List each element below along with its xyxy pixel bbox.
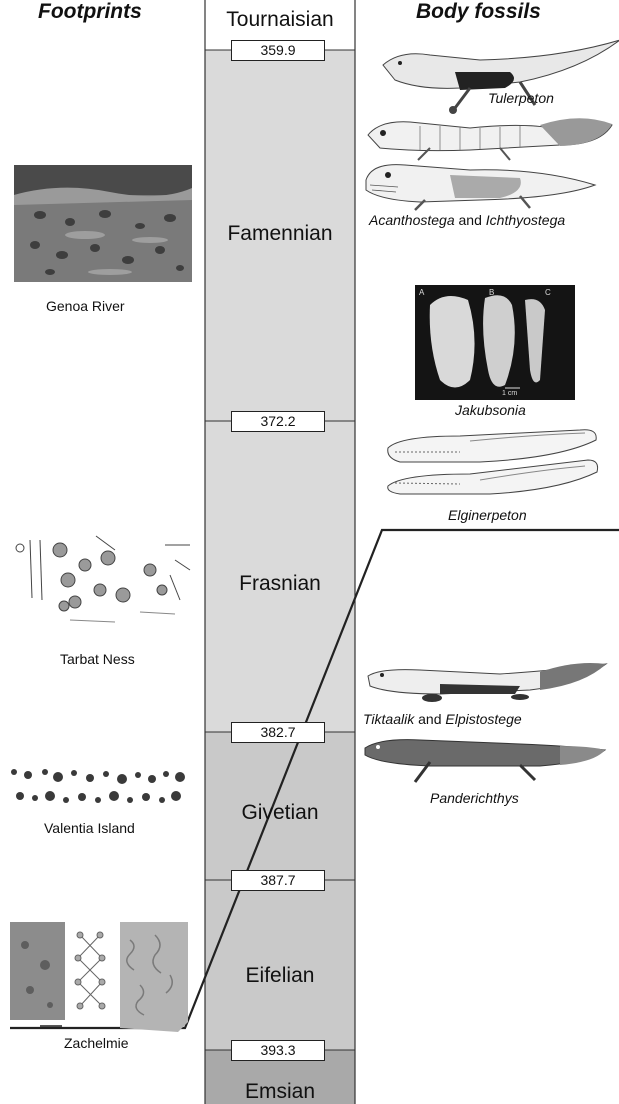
age-marker-5: 393.3 [231, 1040, 325, 1061]
taxon-label-tulerpeton: Tulerpeton [488, 90, 554, 106]
jakubsonia-specimen-photo [415, 285, 575, 400]
zachelmie-footprint-photos [10, 922, 188, 1032]
taxon-tiktaalik: Tiktaalik [363, 711, 414, 727]
footprints-header: Footprints [38, 0, 142, 24]
body-fossils-header: Body fossils [416, 0, 541, 24]
site-label-genoa-river: Genoa River [46, 298, 125, 314]
site-label-zachelmie: Zachelmie [64, 1035, 129, 1051]
age-marker-4: 387.7 [231, 870, 325, 891]
jakubsonia-scale-label: 1 cm [502, 390, 517, 397]
taxon-label-panderichthys: Panderichthys [430, 790, 519, 806]
jakubsonia-photo-label-c: C [545, 288, 551, 297]
age-marker-2: 372.2 [231, 411, 325, 432]
tiktaalik-drawing [368, 663, 606, 702]
age-marker-3: 382.7 [231, 722, 325, 743]
taxon-elpistostege: Elpistostege [445, 711, 521, 727]
genoa-river-footprint-photo [14, 165, 192, 282]
elginerpeton-jaw-drawings [388, 430, 598, 494]
taxon-connector-and-1: and [459, 212, 482, 228]
stage-label-givetian: Givetian [205, 801, 355, 825]
taxon-acanthostega: Acanthostega [369, 212, 455, 228]
valentia-island-footprints [11, 769, 185, 803]
taxon-label-acanthostega-ichthyostega: Acanthostega and Ichthyostega [369, 212, 565, 228]
jakubsonia-photo-label-a: A [419, 288, 424, 297]
tournaisian-label: Tournaisian [205, 8, 355, 32]
tarbat-ness-trackway-sketch [16, 536, 190, 622]
site-label-tarbat-ness: Tarbat Ness [60, 651, 135, 667]
taxon-label-jakubsonia: Jakubsonia [455, 402, 526, 418]
taxon-ichthyostega: Ichthyostega [486, 212, 565, 228]
taxon-label-elginerpeton: Elginerpeton [448, 507, 527, 523]
stage-label-emsian: Emsian [205, 1080, 355, 1104]
ichthyostega-drawing [366, 165, 595, 210]
site-label-valentia-island: Valentia Island [44, 820, 135, 836]
age-marker-1: 359.9 [231, 40, 325, 61]
stage-label-eifelian: Eifelian [205, 964, 355, 988]
panderichthys-drawing [365, 740, 605, 782]
taxon-label-tiktaalik-elpistostege: Tiktaalik and Elpistostege [363, 711, 522, 727]
acanthostega-drawing [368, 118, 612, 160]
stage-label-frasnian: Frasnian [205, 572, 355, 596]
jakubsonia-photo-label-b: B [489, 288, 494, 297]
stage-label-famennian: Famennian [205, 222, 355, 246]
taxon-connector-and-2: and [418, 711, 441, 727]
